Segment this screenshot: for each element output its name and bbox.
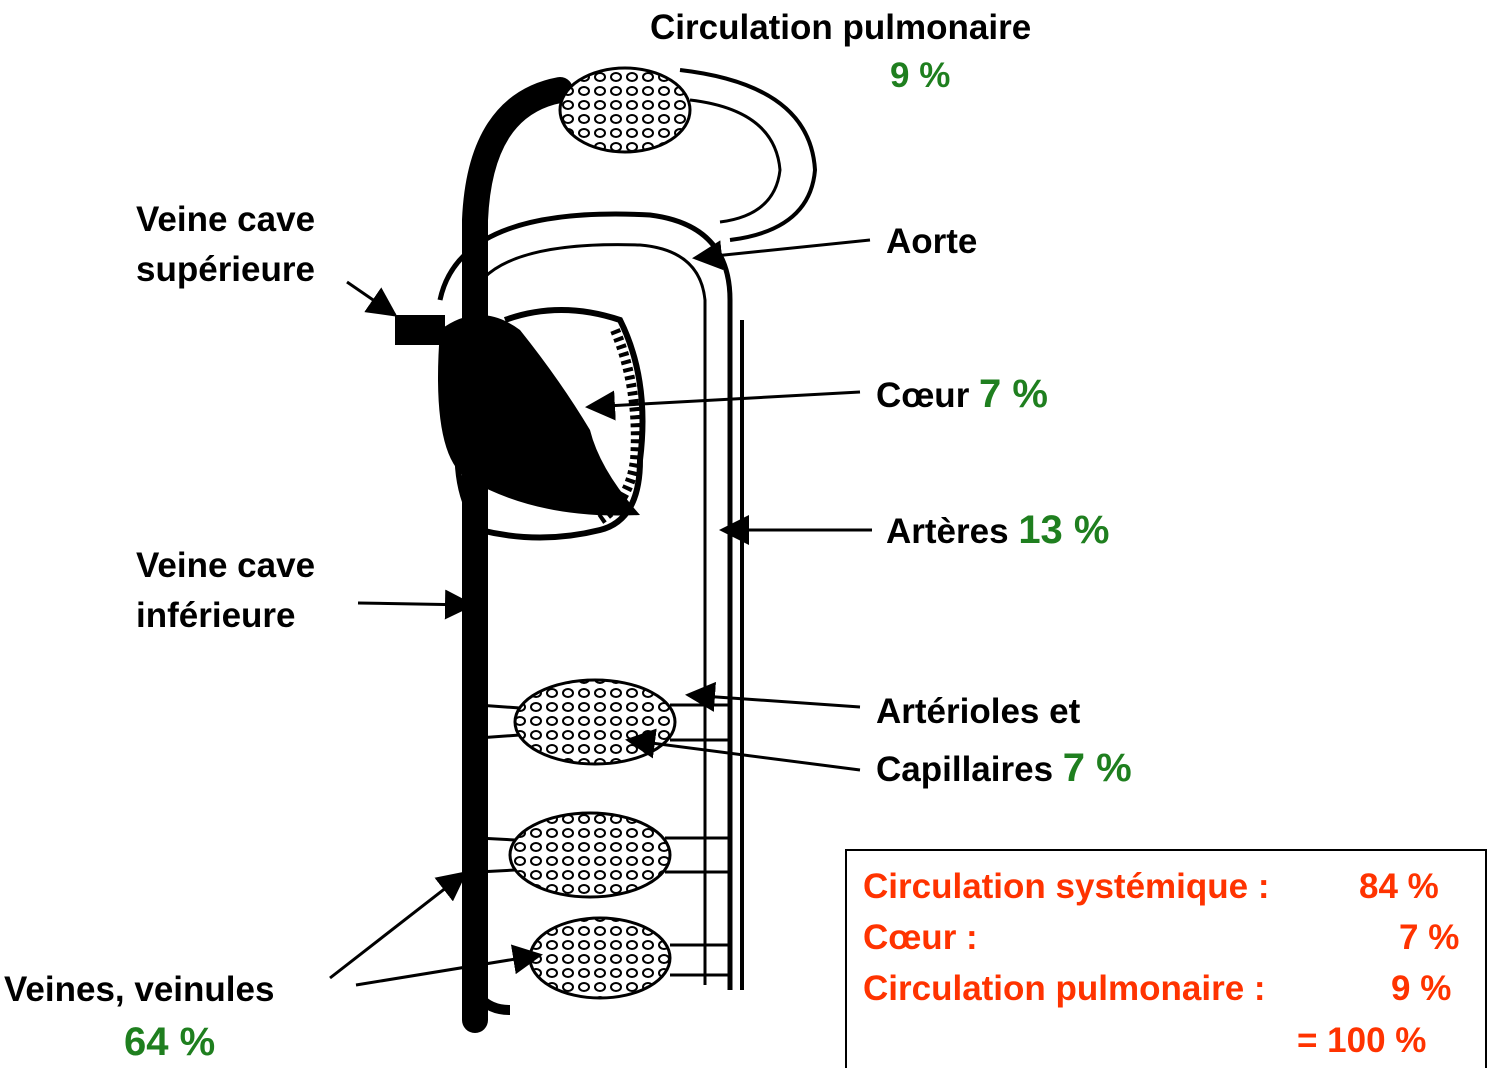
pulmonary-loop-inner [690,100,780,222]
label-vena-cava-superior-2: supérieure [136,246,315,294]
label-arteries: Artères 13 % [886,506,1109,556]
capillary-bed-1 [515,680,675,764]
label-vena-cava-superior-1: Veine cave [136,196,315,244]
arrow-aorta [695,240,870,258]
label-heart: Cœur 7 % [876,370,1048,420]
label-capillaries-title: Capillaires [876,750,1053,789]
summary-row-heart-label: Cœur : [863,914,978,962]
label-pulmonary-value: 9 % [890,52,950,100]
label-aorta: Aorte [886,218,977,266]
label-heart-title: Cœur [876,376,969,415]
arrow-veins-2 [356,955,540,985]
summary-row-systemic-value: 84 % [1359,863,1439,911]
label-veins-title: Veines, veinules [4,966,274,1014]
label-capillaries-value: 7 % [1063,746,1132,790]
arrow-vena-cava-superior [347,282,395,315]
label-arteries-value: 13 % [1018,508,1109,552]
label-veins-value: 64 % [124,1018,215,1066]
heart-vessel-cap [395,315,445,345]
summary-box: Circulation systémique : 84 % Cœur : 7 %… [845,849,1487,1068]
capillary-bed-2 [510,813,670,897]
summary-row-total-value: = 100 % [1297,1017,1426,1065]
arrow-veins-1 [330,873,465,978]
label-arterioles-2: Capillaires 7 % [876,744,1132,794]
capillary-bed-3 [530,918,670,998]
label-vena-cava-inferior-2: inférieure [136,592,296,640]
summary-row-heart-value: 7 % [1399,914,1459,962]
pulmonary-capillary-bed [560,68,690,152]
summary-row-pulmonary-value: 9 % [1391,965,1451,1013]
label-arterioles-1: Artérioles et [876,688,1080,736]
label-pulmonary-title: Circulation pulmonaire [650,4,1031,52]
summary-row-systemic-label: Circulation systémique : [863,863,1269,911]
label-heart-value: 7 % [979,372,1048,416]
summary-row-pulmonary-label: Circulation pulmonaire : [863,965,1266,1013]
label-arteries-title: Artères [886,512,1009,551]
label-vena-cava-inferior-1: Veine cave [136,542,315,590]
arrow-vena-cava-inferior [358,603,472,605]
